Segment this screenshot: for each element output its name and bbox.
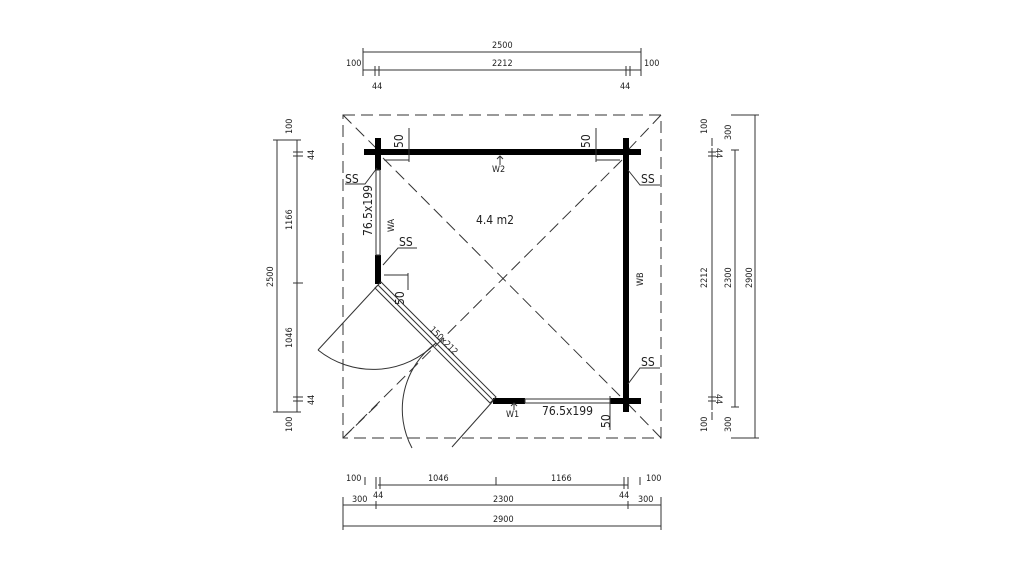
- walls: [364, 138, 641, 412]
- dim-left-bottom: 100: [285, 417, 295, 432]
- dim-bottom-total: 2900: [493, 515, 514, 525]
- dim-50-top-right: 50: [579, 134, 593, 148]
- arrow-up-icon: [510, 402, 518, 410]
- dim-left-upper: 1166: [285, 209, 295, 230]
- dimension-top: 2500 2212 100 100 44 44: [346, 41, 659, 92]
- ss-label-left: SS: [399, 235, 413, 249]
- dim-top-inner: 2212: [492, 59, 513, 69]
- wall-label-w1: W1: [506, 410, 519, 420]
- dim-right-inner: 2212: [700, 267, 710, 288]
- wall-label-w2: W2: [492, 165, 505, 175]
- double-door: [317, 284, 494, 449]
- dim-bottom-right-100: 100: [646, 474, 661, 484]
- dim-bottom-seg1: 1046: [428, 474, 449, 484]
- dim-bottom-left-300: 300: [352, 495, 367, 505]
- dim-bottom-left-100: 100: [346, 474, 361, 484]
- dim-right-top-300: 300: [724, 125, 734, 140]
- dim-bottom-mid: 2300: [493, 495, 514, 505]
- ss-label-top-left: SS: [345, 172, 359, 186]
- dim-right-bottom-300: 300: [724, 417, 734, 432]
- window-left: [375, 169, 381, 256]
- ss-label-bottom-right: SS: [641, 355, 655, 369]
- dim-top-total: 2500: [492, 41, 513, 51]
- dim-right-total: 2900: [745, 267, 755, 288]
- dim-left-top-44: 44: [307, 150, 317, 160]
- dimension-bottom: 100 44 1046 1166 44 100 300 2300 300 290…: [342, 474, 662, 530]
- dim-right-top-100: 100: [700, 119, 710, 134]
- area-label: 4.4 m2: [476, 213, 514, 227]
- dimension-right: 100 300 44 2212 2300 2900 44 100 300: [700, 114, 759, 439]
- dim-right-bottom-44: 44: [713, 394, 723, 404]
- dim-bottom-left-44: 44: [373, 491, 383, 501]
- dim-left-bottom-44: 44: [307, 395, 317, 405]
- window-left-size: 76.5x199: [361, 185, 375, 236]
- dim-right-mid: 2300: [724, 267, 734, 288]
- window-bottom-size: 76.5x199: [542, 404, 593, 418]
- dim-50-bottom: 50: [599, 414, 613, 428]
- door-size: 150x212: [427, 325, 459, 357]
- window-bottom: [524, 398, 611, 404]
- arrow-up-icon: [496, 155, 504, 165]
- dim-50-top-left: 50: [392, 134, 406, 148]
- dim-top-left-44: 44: [372, 82, 382, 92]
- ss-label-top-right: SS: [641, 172, 655, 186]
- roof-outline: [342, 114, 662, 439]
- wall-label-wb: WB: [636, 272, 646, 286]
- dim-bottom-right-300: 300: [638, 495, 653, 505]
- dim-bottom-right-44: 44: [619, 491, 629, 501]
- dim-left-total: 2500: [266, 266, 276, 287]
- dim-top-right-44: 44: [620, 82, 630, 92]
- dimension-left: 2500 100 44 1166 1046 44 100: [266, 119, 317, 432]
- dim-top-left: 100: [346, 59, 361, 69]
- dim-right-top-44: 44: [713, 148, 723, 158]
- dim-top-right: 100: [644, 59, 659, 69]
- dim-left-lower: 1046: [285, 327, 295, 348]
- dim-50-left: 50: [393, 291, 407, 305]
- door-wall: [374, 281, 497, 404]
- dim-right-bottom-100: 100: [700, 417, 710, 432]
- dim-bottom-seg2: 1166: [551, 474, 572, 484]
- dim-left-top: 100: [285, 119, 295, 134]
- wall-label-wa: WA: [387, 218, 397, 232]
